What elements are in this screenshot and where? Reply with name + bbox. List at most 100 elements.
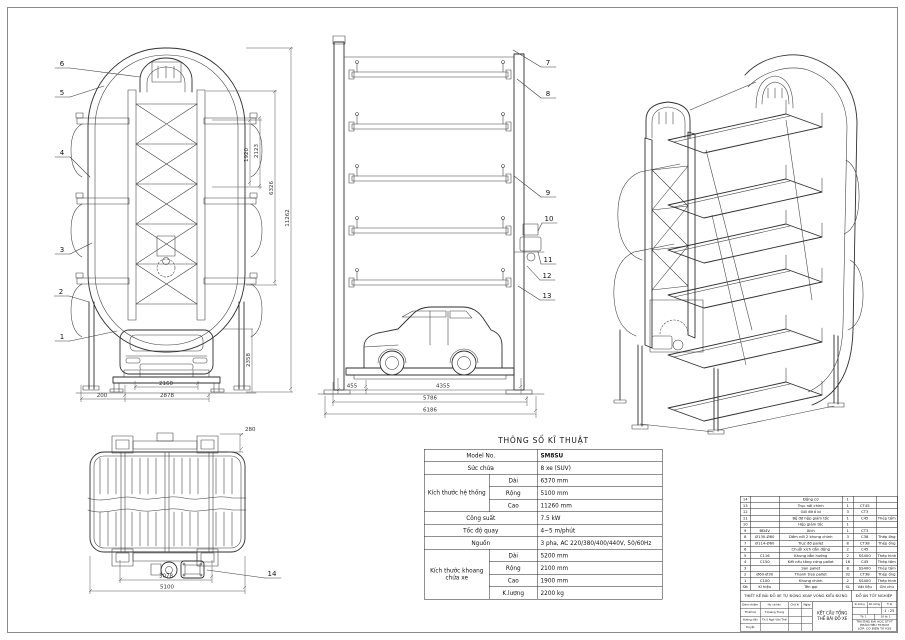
specs-table: Model No. SM8SU Sức chứa 8 xe (SUV) Kích… bbox=[424, 449, 663, 600]
scale-value: 1 : 25 bbox=[884, 609, 895, 614]
front-view bbox=[70, 47, 263, 394]
callout-6: 6 bbox=[60, 60, 65, 68]
sig-role: Hướng dẫn bbox=[740, 616, 761, 624]
dim-side-455: 455 bbox=[347, 384, 358, 390]
callout-11: 11 bbox=[544, 256, 553, 264]
sig-cell bbox=[801, 616, 813, 624]
document-type: ĐỒ ÁN TỐT NGHIỆP bbox=[855, 593, 893, 599]
sig-name bbox=[761, 623, 789, 631]
spec-value: 2100 mm bbox=[537, 561, 663, 575]
top-view-motor bbox=[150, 560, 205, 579]
qty-value bbox=[853, 608, 868, 615]
spec-label: Công suất bbox=[424, 511, 538, 525]
dim-front-2123: 2123 bbox=[254, 144, 260, 158]
spec-label: Sức chứa bbox=[424, 461, 538, 475]
parts-header-note: Ghi chú bbox=[876, 583, 898, 591]
sig-cell bbox=[788, 608, 802, 617]
mass-value bbox=[867, 608, 883, 615]
parts-header-row: Stt Kí hiệu Tên gọi SL Vật liệu Ghi chú bbox=[740, 583, 898, 591]
isometric-view bbox=[613, 54, 864, 435]
part-note: Thép tấm bbox=[876, 558, 898, 566]
spec-label: Nguồn bbox=[424, 536, 538, 550]
spec-value: 4~5 m/phút bbox=[537, 524, 663, 537]
side-view bbox=[317, 35, 545, 395]
side-callouts: 7 8 9 10 11 12 13 bbox=[512, 49, 558, 301]
part-note: Thép tấm bbox=[876, 564, 898, 572]
school-line: TRƯỜNG ĐẠI HỌC GTVT bbox=[856, 619, 893, 624]
mass-label: Kh.lượng bbox=[867, 601, 883, 608]
callout-8: 8 bbox=[546, 90, 550, 98]
specs-title: THÔNG SỐ KĨ THUẬT bbox=[498, 436, 589, 445]
dim-side-5786: 5786 bbox=[423, 396, 437, 402]
part-note: Thép tấm bbox=[876, 514, 898, 522]
spec-value: SM8SU bbox=[537, 449, 663, 462]
spec-value: 7.5 kW bbox=[537, 511, 663, 525]
sig-cell bbox=[802, 624, 813, 631]
spec-value: 5100 mm bbox=[537, 486, 663, 500]
spec-value: 11260 mm bbox=[537, 499, 663, 512]
sig-name: T.Quang Trung bbox=[760, 608, 789, 617]
parts-row: 13 Trục nối chính 1 CT45 bbox=[740, 502, 898, 509]
spec-value: 3 pha, AC 220/380/400/440V, 50/60Hz bbox=[537, 536, 663, 550]
spec-value: 1900 mm bbox=[537, 574, 663, 587]
school-line: LỚP: CƠ ĐIỆN TỬ K59 bbox=[857, 627, 892, 631]
dim-front-2160: 2160 bbox=[159, 381, 173, 387]
school-block: TRƯỜNG ĐẠI HỌC GTVT PHÂN HIỆU TP.HCM LỚP… bbox=[853, 620, 897, 631]
callout-7: 7 bbox=[546, 59, 550, 67]
car-side bbox=[363, 306, 503, 376]
callout-9: 9 bbox=[546, 189, 550, 197]
parts-header-qty: SL bbox=[842, 583, 854, 591]
spec-group: Kích thước khoang chứa xe bbox=[424, 549, 490, 600]
sig-cell bbox=[801, 609, 813, 617]
part-note: Thép ống bbox=[876, 539, 898, 547]
signature-grid: Đảm nhiệm Họ và tên Chữ kí Ngày Thiết kế… bbox=[740, 601, 813, 631]
parts-header-material: Vật liệu bbox=[853, 583, 877, 591]
parts-header-name: Tên gọi bbox=[779, 583, 843, 591]
front-dimensions: 1920 2123 6326 11262 2358 2160 2878 200 bbox=[79, 46, 293, 402]
spec-sublabel: Dài bbox=[489, 474, 538, 487]
callout-12: 12 bbox=[543, 272, 552, 280]
sig-header: Chữ kí bbox=[788, 601, 802, 609]
spec-label: Model No. bbox=[424, 449, 538, 462]
dim-side-4355: 4355 bbox=[436, 384, 450, 390]
title-block-right: Sl.lượng Kh.lượng Tỉ lệ 1 : 25 Tờ: 1 Số … bbox=[852, 601, 897, 631]
spec-sublabel: Cao bbox=[489, 574, 538, 587]
project-title: THIẾT KẾ BÃI ĐỖ XE TỰ ĐỘNG XOAY VÒNG KIỂ… bbox=[741, 590, 852, 602]
spec-sublabel: Rộng bbox=[489, 486, 538, 500]
dim-front-2878: 2878 bbox=[160, 393, 174, 399]
callout-10: 10 bbox=[545, 215, 554, 223]
callout-13: 13 bbox=[543, 292, 552, 300]
spec-value: 8 xe (SUV) bbox=[537, 461, 663, 475]
scale-label: Tỉ lệ bbox=[886, 603, 892, 607]
car-front bbox=[119, 329, 214, 378]
part-note: Thép hình bbox=[876, 552, 898, 559]
parts-list: 14 Động cơ 1 13 Trục nối chính 1 CT45 bbox=[740, 496, 898, 591]
parts-row: 10 Hộp giảm tốc 1 bbox=[740, 521, 898, 528]
sheet-number: Tờ: 1 bbox=[853, 614, 875, 620]
front-callouts: 1 2 3 4 5 6 bbox=[53, 60, 141, 342]
specs-panel: THÔNG SỐ KĨ THUẬT Model No. SM8SU Sức ch… bbox=[424, 436, 663, 600]
drawing-title: KẾT CẤU TỔNG THỂ BÃI ĐỖ XE bbox=[813, 601, 853, 631]
callout-2: 2 bbox=[59, 288, 63, 296]
dim-front-6326: 6326 bbox=[269, 181, 275, 195]
sig-name: Th.S Ngô Văn Thế bbox=[760, 616, 789, 624]
drive-unit bbox=[513, 223, 545, 262]
part-note: Thép hình bbox=[876, 577, 898, 584]
sig-role: Thiết kế bbox=[740, 608, 761, 617]
dim-front-1920: 1920 bbox=[244, 148, 250, 162]
callout-3: 3 bbox=[60, 246, 64, 254]
side-dimensions: 455 4355 5786 6186 bbox=[323, 378, 538, 418]
sig-cell bbox=[789, 623, 802, 631]
spec-sublabel: K.lượng bbox=[489, 586, 538, 600]
qty-label: Sl.lượng bbox=[853, 601, 868, 608]
sig-header: Đảm nhiệm bbox=[740, 601, 761, 609]
dim-top-3078: 3078 bbox=[159, 574, 173, 580]
spec-label: Tốc độ quay bbox=[424, 524, 538, 537]
spec-group: Kích thước hệ thống bbox=[424, 474, 490, 512]
callout-14: 14 bbox=[268, 570, 277, 578]
sig-header: Họ và tên bbox=[760, 601, 789, 609]
spec-value: 6370 mm bbox=[537, 474, 663, 487]
top-view bbox=[87, 432, 247, 579]
